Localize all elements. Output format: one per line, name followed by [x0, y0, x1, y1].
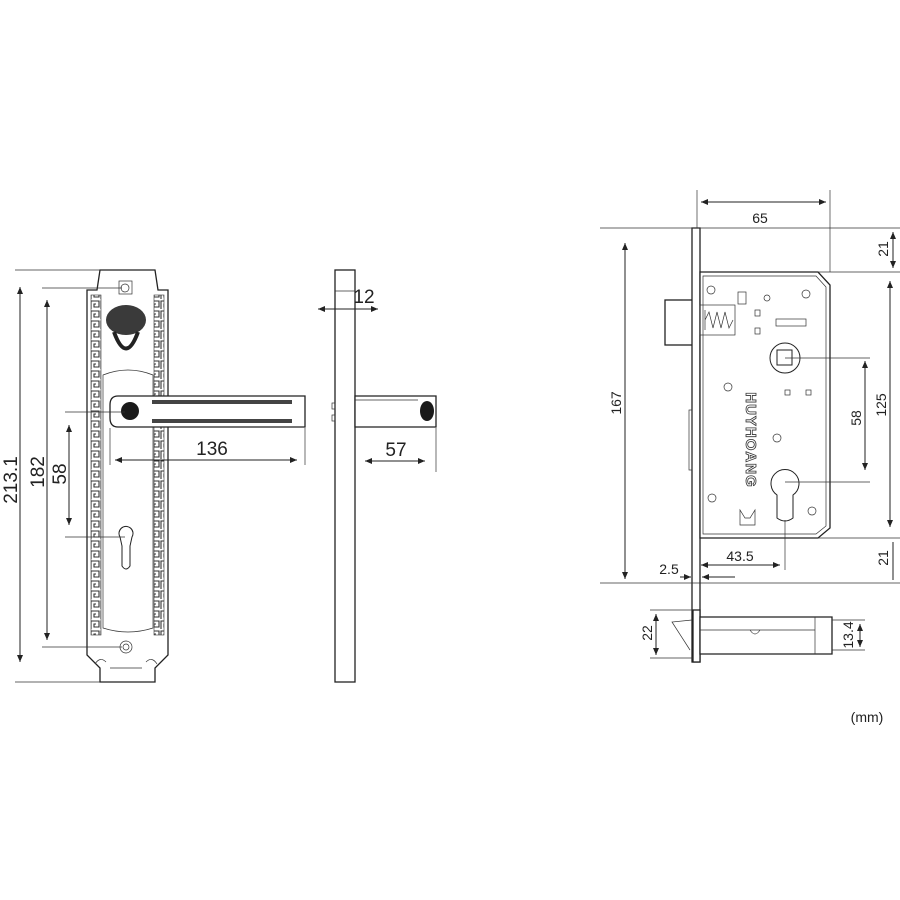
dim-lever-to-cylinder: 58 [50, 463, 71, 484]
dim-faceplate-width: 22 [639, 625, 655, 641]
dim-overall-height: 213.1 [1, 456, 22, 504]
dim-spindle-to-cylinder: 58 [848, 410, 864, 426]
cylinder-hole [118, 525, 134, 570]
lever-handle [109, 395, 306, 428]
latch-bolt [664, 299, 694, 346]
brand-logo: HUYHOANG [742, 392, 759, 488]
dim-body-width: 13.4 [840, 621, 856, 648]
mortise-lock-bottom-view: 22 13.4 [639, 609, 865, 663]
handle-front-view [86, 269, 306, 683]
top-screw [118, 280, 133, 295]
front-dimensions: 213.1 182 58 136 [1, 269, 306, 683]
spindle-square [776, 349, 793, 366]
dim-top-offset: 21 [875, 241, 891, 257]
lion-head-ornament [106, 305, 146, 351]
dim-screw-spacing: 182 [28, 456, 49, 488]
dim-body-height: 125 [873, 393, 889, 417]
dim-faceplate-thickness: 2.5 [659, 561, 679, 577]
spring [699, 304, 736, 336]
dim-backset-width: 65 [752, 210, 768, 226]
dim-backset: 43.5 [726, 548, 753, 564]
dim-plate-thickness: 12 [353, 287, 374, 308]
dim-lever-length: 136 [196, 439, 228, 460]
faceplate [691, 227, 701, 663]
units-label: (mm) [851, 709, 884, 725]
handle-side-view: 12 57 [318, 269, 437, 683]
mortise-lock-front-view: HUYHOANG [664, 227, 831, 663]
mortise-dimensions: 65 21 125 58 21 167 43.5 2.5 [600, 190, 900, 584]
dim-face-height: 167 [608, 391, 624, 415]
dim-lever-projection: 57 [385, 440, 406, 461]
dim-bottom-offset: 21 [875, 550, 891, 566]
